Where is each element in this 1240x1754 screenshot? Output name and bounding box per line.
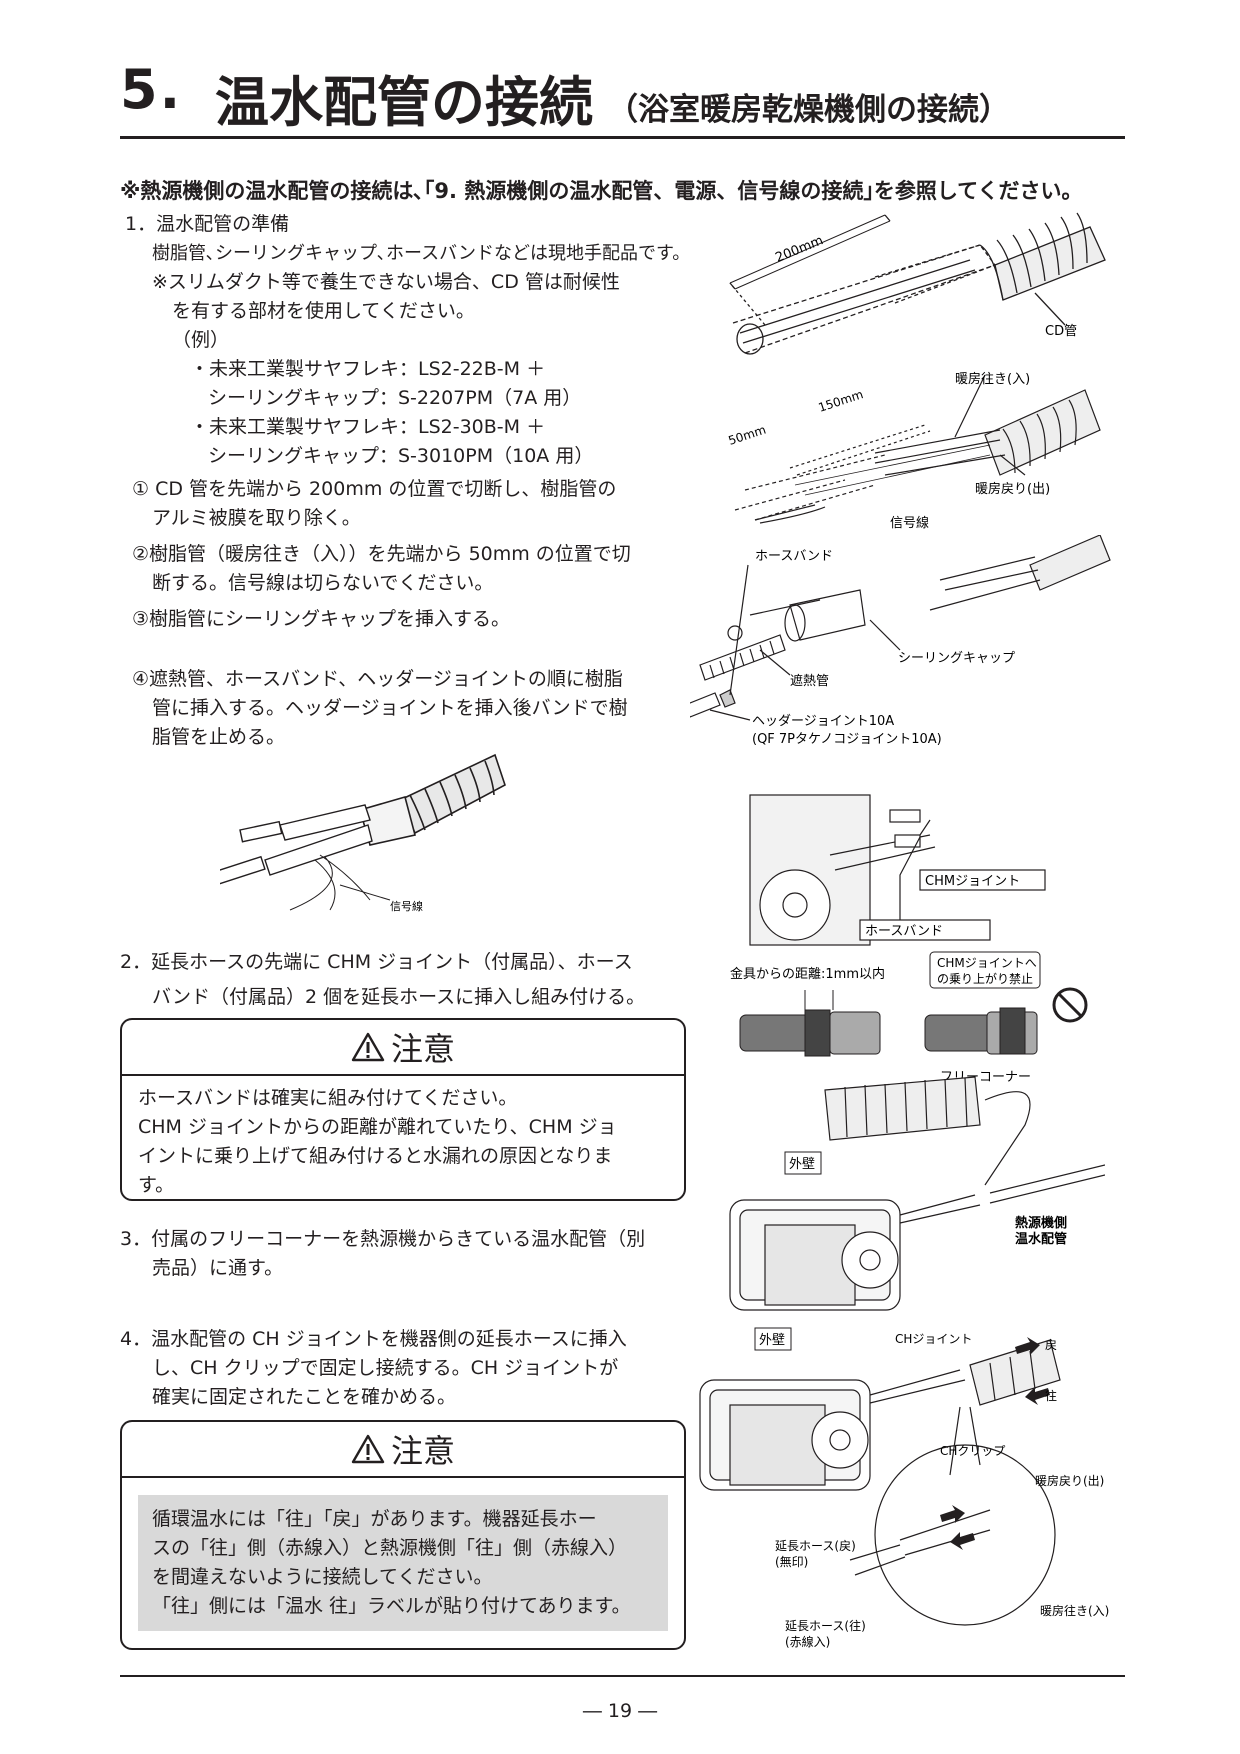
caution1-line2: CHM ジョイントからの距離が離れていたり、CHM ジョ: [138, 1116, 617, 1138]
caution1-line3: イントに乗り上げて組み付けると水漏れの原因となりま: [138, 1145, 613, 1167]
caution2-line1: 循環温水には「往」「戻」があります。機器延長ホー: [152, 1508, 597, 1530]
fig6-no2-label: の乗り上がり禁止: [937, 971, 1033, 986]
direction-arrows: [940, 1337, 1050, 1550]
fig6-dist-label: 金具からの距離:1mm以内: [730, 966, 885, 982]
caution-title-2: 注意: [390, 1432, 455, 1470]
caution1-line1: ホースバンドは確実に組み付けてください。: [138, 1087, 518, 1109]
cd-pipe-figure: 200mm CD管: [729, 212, 1106, 355]
caution-box-2: 注意 循環温水には「往」「戻」があります。機器延長ホー スの「往」側（赤線入）と…: [120, 1420, 686, 1650]
hose-icon: [220, 804, 373, 885]
step1-ex2b: シーリングキャップ：S-3010PM（10A 用）: [208, 445, 594, 467]
step3-line2: 売品）に通す。: [152, 1257, 284, 1279]
step2-line2: バンド（付属品）2 個を延長ホースに挿入し組み付ける。: [152, 986, 646, 1008]
step1-line2: ※スリムダクト等で養生できない場合、CD 管は耐候性: [152, 271, 620, 293]
ch-joint-figure: 外壁 CHジョイント 戻 往 CHクリップ 暖房戻り(出) 延長ホース(戻) (…: [699, 1327, 1109, 1649]
page-subtitle: （浴室暖房乾燥機側の接続）: [607, 92, 1010, 128]
step1-s4a: ④遮熱管、ホースバンド、ヘッダージョイントの順に樹脂: [132, 668, 623, 690]
page-number: ― 19 ―: [582, 1700, 658, 1722]
fig2-back-label: 暖房戻り(出): [975, 481, 1050, 497]
caution1-line4: す。: [138, 1174, 175, 1196]
step1-line3: を有する部材を使用してください。: [172, 300, 475, 322]
caution2-line3: を間違えないように接続してください。: [152, 1566, 493, 1588]
fig8-hose-go2-label: (赤線入): [785, 1634, 830, 1649]
step1-s4b: 管に挿入する。ヘッダージョイントを挿入後バンドで樹: [152, 697, 628, 719]
step2-line1: 2．延長ホースの先端に CHM ジョイント（付属品）、ホース: [120, 951, 633, 973]
step1-heading: 1．温水配管の準備: [125, 213, 290, 235]
fig3-cap-label: シーリングキャップ: [898, 651, 1015, 666]
caution2-line2: スの「往」側（赤線入）と熱源機側「往」側（赤線入）: [152, 1537, 628, 1559]
assembled-pipe-figure: 信号線: [220, 753, 506, 913]
fig8-clip-label: CHクリップ: [940, 1444, 1005, 1458]
caution2-line4: 「往」側には「温水 往」ラベルが貼り付けてあります。: [152, 1595, 631, 1617]
fig5-chm-label: CHMジョイント: [925, 874, 1020, 889]
distance-rule-figure: 金具からの距離:1mm以内 CHMジョイントへ の乗り上がり禁止: [730, 951, 1088, 1057]
cut-length-figure: 150mm 50mm 暖房往き(入) 暖房戻り(出) 信号線: [727, 371, 1101, 531]
exploded-parts-figure: ホースバンド シーリングキャップ 遮熱管 ヘッダージョイント10A (QF 7P…: [690, 535, 1111, 747]
footer-rule: [120, 1675, 1125, 1677]
warning-icon: [351, 1434, 385, 1464]
step4-line2: し、CH クリップで固定し接続する。CH ジョイントが: [152, 1357, 619, 1379]
step3-line1: 3．付属のフリーコーナーを熱源機からきている温水配管（別: [120, 1228, 646, 1250]
step1-s1a: ① CD 管を先端から 200mm の位置で切断し、樹脂管の: [132, 478, 617, 500]
fig8-hose-go1-label: 延長ホース(往): [785, 1618, 866, 1633]
caution-header-1: 注意: [122, 1020, 684, 1076]
caution-body-2: 循環温水には「往」「戻」があります。機器延長ホー スの「往」側（赤線入）と熱源機…: [138, 1495, 668, 1631]
fig2-dim50-label: 50mm: [727, 423, 768, 448]
fig8-ch-label: CHジョイント: [895, 1332, 972, 1346]
fig7-pipe1-label: 熱源機側: [1015, 1215, 1067, 1231]
fig2-signal-label: 信号線: [890, 515, 929, 531]
caution-box-1: 注意 ホースバンドは確実に組み付けてください。 CHM ジョイントからの距離が離…: [120, 1018, 686, 1201]
fig8-go-label: 往: [1045, 1388, 1057, 1403]
fig4-signal-label: 信号線: [390, 899, 423, 913]
chm-joint-figure: CHMジョイント ホースバンド: [749, 794, 1046, 946]
step1-s2a: ②樹脂管（暖房往き（入））を先端から 50mm の位置で切: [132, 543, 631, 565]
step1-s1b: アルミ被膜を取り除く。: [152, 507, 361, 529]
fig5-band-label: ホースバンド: [865, 924, 943, 939]
fig8-back-label: 戻: [1045, 1338, 1057, 1352]
fig7-pipe2-label: 温水配管: [1015, 1231, 1067, 1247]
caution-body-1: ホースバンドは確実に組み付けてください。 CHM ジョイントからの距離が離れてい…: [122, 1076, 684, 1208]
title-rule: [120, 136, 1125, 139]
step4-line3: 確実に固定されたことを確かめる。: [152, 1386, 457, 1408]
fig8-hose-back1-label: 延長ホース(戻): [775, 1539, 856, 1553]
step1-ex2a: ・未来工業製サヤフレキ：LS2-30B-M ＋: [190, 416, 546, 438]
page-title: 温水配管の接続: [215, 71, 593, 134]
fig3-shield-label: 遮熱管: [790, 673, 829, 689]
section-number: 5.: [120, 58, 183, 121]
warning-icon: [351, 1032, 385, 1062]
flexible-pipe-icon: [359, 753, 506, 846]
prohibited-icon: [1052, 987, 1088, 1023]
step1-example: （例）: [172, 329, 230, 351]
fig6-no1-label: CHMジョイントへ: [937, 956, 1037, 970]
fig3-header1-label: ヘッダージョイント10A: [752, 714, 894, 729]
fig2-dim150-label: 150mm: [817, 387, 865, 415]
step1-line1: 樹脂管､シーリングキャップ､ホースバンドなどは現地手配品です。: [152, 243, 691, 264]
step1-s2b: 断する。信号線は切らないでください。: [152, 572, 494, 594]
fig7-wall-label: 外壁: [789, 1157, 815, 1172]
step1-s4c: 脂管を止める。: [152, 726, 286, 748]
step4-line1: 4．温水配管の CH ジョイントを機器側の延長ホースに挿入: [120, 1328, 627, 1350]
fig8-hose-back2-label: (無印): [775, 1554, 808, 1569]
fig8-wall-label: 外壁: [759, 1333, 785, 1348]
step1-ex1b: シーリングキャップ：S-2207PM（7A 用）: [208, 387, 582, 409]
caution-title-1: 注意: [390, 1030, 455, 1068]
fig3-band-label: ホースバンド: [755, 549, 833, 564]
fig8-heat-back-label: 暖房戻り(出): [1035, 1473, 1104, 1488]
fig3-header2-label: (QF 7Pタケノコジョイント10A): [752, 732, 942, 747]
fig2-out-label: 暖房往き(入): [955, 371, 1030, 387]
fig1-cd-label: CD管: [1045, 324, 1077, 339]
caution-header-2: 注意: [122, 1422, 684, 1478]
free-corner-figure: フリーコーナー 外壁 熱源機側 温水配管: [729, 1070, 1105, 1311]
step1-s3: ③樹脂管にシーリングキャップを挿入する。: [132, 608, 511, 630]
fig8-heat-go-label: 暖房往き(入): [1040, 1603, 1109, 1618]
intro-note: ※熱源機側の温水配管の接続は､｢9. 熱源機側の温水配管、電源、信号線の接続｣を…: [120, 179, 1083, 203]
step1-ex1a: ・未来工業製サヤフレキ：LS2-22B-M ＋: [190, 358, 546, 380]
